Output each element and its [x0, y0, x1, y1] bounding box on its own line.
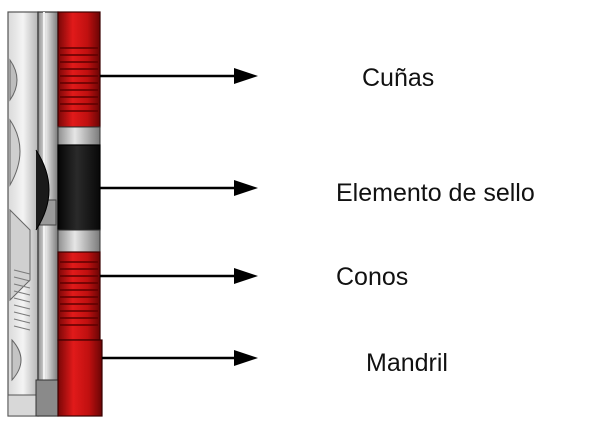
callout-arrows [100, 68, 258, 366]
housing-left [7, 11, 39, 417]
arrow-cunas [100, 68, 258, 84]
cones [57, 251, 101, 341]
arrow-conos [100, 268, 258, 284]
upper-ring [57, 126, 101, 146]
arrow-mandril [102, 350, 258, 366]
label-elemento-de-sello: Elemento de sello [336, 179, 535, 207]
lower-ring [57, 229, 101, 253]
inner-mandrel [35, 11, 61, 417]
arrow-elemento-de-sello [100, 180, 258, 196]
lower-body [57, 339, 103, 417]
label-mandril: Mandril [366, 349, 448, 377]
upper-slips [57, 11, 101, 128]
label-cunas: Cuñas [362, 64, 435, 92]
seal-element [35, 144, 101, 231]
label-conos: Conos [336, 263, 409, 291]
